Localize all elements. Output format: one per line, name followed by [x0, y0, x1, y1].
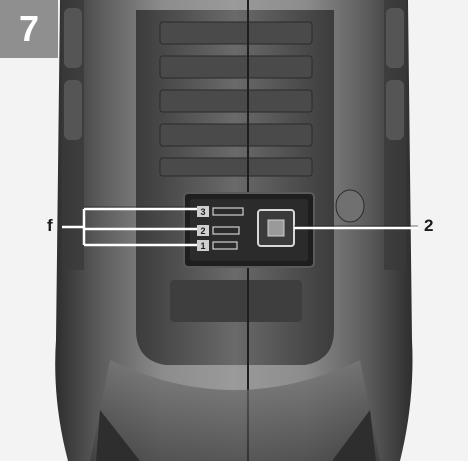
on-off-switch-icon	[257, 209, 295, 247]
indicator-mark-1: 1	[200, 241, 205, 251]
grip-ribs	[159, 21, 313, 322]
charge-indicator-led-icon: 3 2 1	[197, 206, 244, 251]
indicator-mark-2: 2	[200, 226, 205, 236]
callout-label-2: 2	[424, 216, 434, 235]
figure-number-badge: 7	[0, 0, 58, 58]
callout-lines	[62, 207, 418, 247]
indicator-mark-3: 3	[200, 207, 205, 217]
callout-label-f: f	[47, 216, 53, 235]
